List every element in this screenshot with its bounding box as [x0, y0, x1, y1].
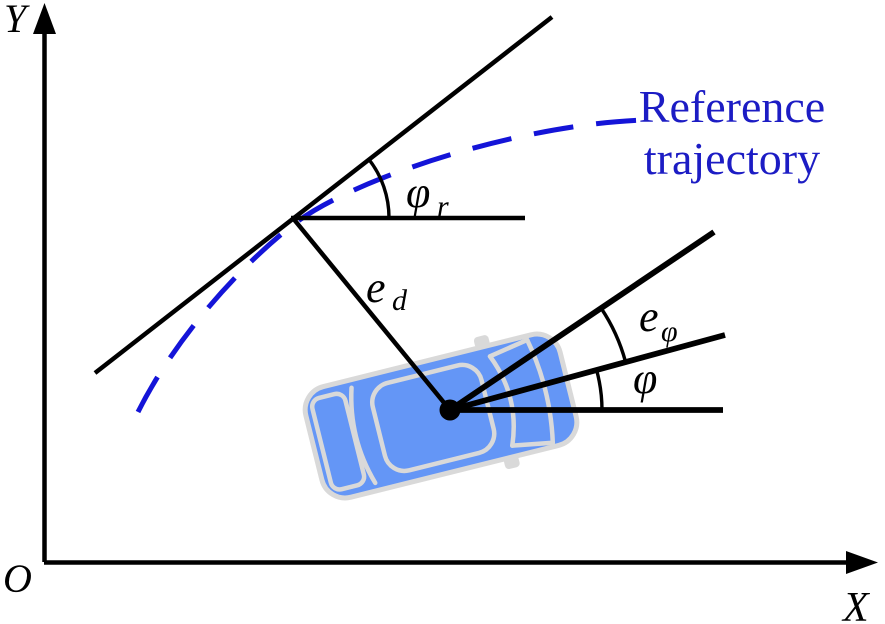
phi-r-arc [367, 158, 391, 219]
lateral-error-line [290, 215, 452, 412]
x-axis-label: X [841, 585, 871, 624]
phi-main: φ [633, 354, 657, 403]
phi-label: φ [633, 354, 657, 403]
y-axis [33, 3, 56, 562]
vehicle-front-seam [524, 337, 556, 445]
reference-label-line1: Reference [639, 81, 825, 132]
vehicle-windshield [487, 354, 516, 448]
vehicle-body [302, 331, 580, 501]
phi-r-main: φ [406, 168, 430, 217]
e-phi-sub: φ [661, 315, 678, 348]
reference-trajectory-label: Reference trajectory [639, 81, 825, 184]
e-d-main: e [366, 263, 386, 312]
vehicle-rear-window [349, 385, 378, 486]
vehicle-mirror-left [473, 335, 490, 349]
tangent-line [93, 15, 554, 375]
y-axis-label: Y [4, 0, 30, 41]
e-phi-arc [599, 307, 628, 363]
phi-r-sub: r [437, 190, 449, 223]
reference-label-line2: trajectory [644, 133, 820, 184]
phi-arc [594, 369, 604, 411]
e-d-sub: d [392, 284, 408, 317]
origin-label: O [3, 556, 32, 601]
desired-heading-ray [448, 229, 716, 413]
e-phi-main: e [639, 292, 659, 341]
y-axis-arrowhead-icon [33, 3, 56, 34]
e-phi-label: e φ [639, 292, 678, 348]
vehicle-cg-dot [439, 399, 461, 421]
e-d-label: e d [366, 263, 408, 317]
x-axis [44, 551, 878, 574]
vehicle-hood-seams [487, 337, 556, 448]
vehicle [302, 331, 580, 501]
phi-r-label: φ r [406, 168, 449, 223]
vehicle-mirrors [473, 335, 520, 470]
x-axis-arrowhead-icon [846, 551, 878, 574]
vehicle-heading-ray [449, 332, 726, 413]
vehicle-mirror-right [503, 455, 520, 470]
